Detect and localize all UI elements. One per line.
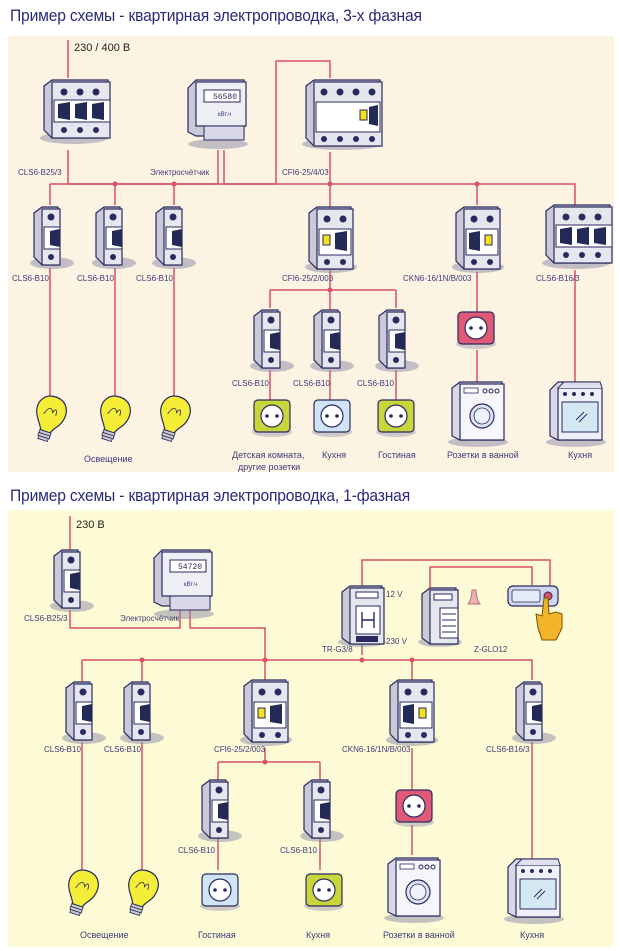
caption-bathroom: Розетки в ванной — [383, 930, 455, 940]
main-breaker-1p — [49, 549, 95, 613]
breaker-lighting-3 — [151, 206, 197, 270]
label-main-breaker: CLS6-B25/3 — [18, 168, 62, 177]
meter-digits: 54720 — [178, 563, 202, 572]
rcbo-bathroom — [385, 679, 439, 747]
washing-machine-icon — [383, 857, 445, 924]
label-branch-1: CLS6-B10 — [44, 745, 81, 754]
caption-lighting: Освещение — [84, 454, 133, 464]
stove-icon — [545, 381, 607, 448]
breaker-stove — [511, 681, 557, 745]
label-sub-breaker-1: CLS6-B10 — [232, 379, 269, 388]
lightbulb-icon — [30, 391, 71, 443]
label-sub-breaker-2: CLS6-B10 — [280, 846, 317, 855]
socket-icon-red — [394, 789, 434, 827]
label-main-rcd: CFI6-25/4/03 — [282, 168, 329, 177]
label-branch-4: CFI6-25/2/003 — [282, 274, 334, 283]
label-sub-breaker-2: CLS6-B10 — [293, 379, 330, 388]
sub-breaker-kids — [249, 309, 295, 373]
label-transformer-out: 12 V — [386, 590, 403, 599]
label-sub-breaker-1: CLS6-B10 — [178, 846, 215, 855]
rcd-socket-group — [304, 206, 358, 274]
sub-breaker-kitchen — [309, 309, 355, 373]
caption-bathroom: Розетки в ванной — [447, 450, 519, 460]
breaker-lighting-1 — [29, 206, 75, 270]
label-branch-6: CLS6-B16/3 — [536, 274, 580, 283]
label-branch-3: CFI6-25/2/003 — [214, 745, 266, 754]
label-branch-1: CLS6-B10 — [12, 274, 49, 283]
meter-unit: кВт.ч — [184, 582, 197, 588]
label-bell: Z-GLO12 — [474, 645, 508, 654]
stove-icon — [503, 858, 565, 925]
breaker-stove-3p — [541, 204, 613, 270]
breaker-lighting-1 — [61, 681, 107, 745]
hand-pointer-icon — [535, 597, 563, 641]
label-sub-breaker-3: CLS6-B10 — [357, 379, 394, 388]
caption-living-room: Гостиная — [378, 450, 416, 460]
caption-kids-room-2: другие розетки — [238, 462, 300, 472]
caption-kids-room-1: Детская комната, — [232, 450, 304, 460]
doorbell-button — [507, 585, 559, 607]
label-branch-4: CKN6-16/1N/B/003 — [342, 745, 411, 754]
caption-living-room: Гостиная — [198, 930, 236, 940]
socket-icon-red — [456, 311, 496, 349]
junctions-3phase — [112, 181, 480, 293]
washing-machine-icon — [447, 381, 509, 448]
title-3phase: Пример схемы - квартирная электропроводк… — [10, 6, 422, 25]
lightbulb-icon — [62, 865, 103, 917]
junctions-1phase — [139, 657, 415, 765]
breaker-lighting-2 — [91, 206, 137, 270]
socket-icon-blue — [200, 873, 240, 911]
breaker-lighting-2 — [119, 681, 165, 745]
label-branch-2: CLS6-B10 — [104, 745, 141, 754]
lightbulb-icon — [94, 391, 135, 443]
lightbulb-icon — [154, 391, 195, 443]
supply-voltage-1phase: 230 В — [76, 519, 105, 531]
caption-lighting: Освещение — [80, 930, 129, 940]
label-meter: Электросчётчик — [120, 614, 180, 623]
caption-kitchen-socket: Кухня — [322, 450, 346, 460]
label-branch-5: CLS6-B16/3 — [486, 745, 530, 754]
label-branch-3: CLS6-B10 — [136, 274, 173, 283]
rcd-socket-group — [239, 679, 293, 747]
meter-digits: 56580 — [213, 93, 237, 102]
socket-icon-green — [376, 399, 416, 437]
title-1phase: Пример схемы - квартирная электропроводк… — [10, 486, 410, 505]
socket-icon-green — [252, 399, 292, 437]
label-meter: Электросчётчик — [150, 168, 210, 177]
sub-breaker-living — [197, 779, 243, 843]
meter-unit: кВт.ч — [218, 112, 231, 118]
bell-icon — [466, 589, 482, 605]
caption-kitchen-stove: Кухня — [568, 450, 592, 460]
sub-breaker-kitchen — [299, 779, 345, 843]
socket-icon-green — [304, 873, 344, 911]
socket-icon-blue — [312, 399, 352, 437]
main-rcd-4p — [301, 79, 383, 151]
label-branch-5: CKN6-16/1N/B/003 — [403, 274, 472, 283]
bell-device — [418, 587, 462, 647]
label-branch-2: CLS6-B10 — [77, 274, 114, 283]
label-main-breaker: CLS6-B25/3 — [24, 614, 68, 623]
caption-kitchen-socket: Кухня — [306, 930, 330, 940]
bell-transformer — [338, 585, 386, 647]
main-breaker-3p — [39, 79, 111, 145]
label-transformer-in: 230 V — [386, 637, 408, 646]
caption-kitchen-stove: Кухня — [520, 930, 544, 940]
rcbo-bathroom — [451, 206, 505, 274]
lightbulb-icon — [122, 865, 163, 917]
sub-breaker-living — [374, 309, 420, 373]
supply-voltage-3phase: 230 / 400 В — [74, 42, 130, 54]
label-transformer: TR-G3/8 — [322, 645, 353, 654]
